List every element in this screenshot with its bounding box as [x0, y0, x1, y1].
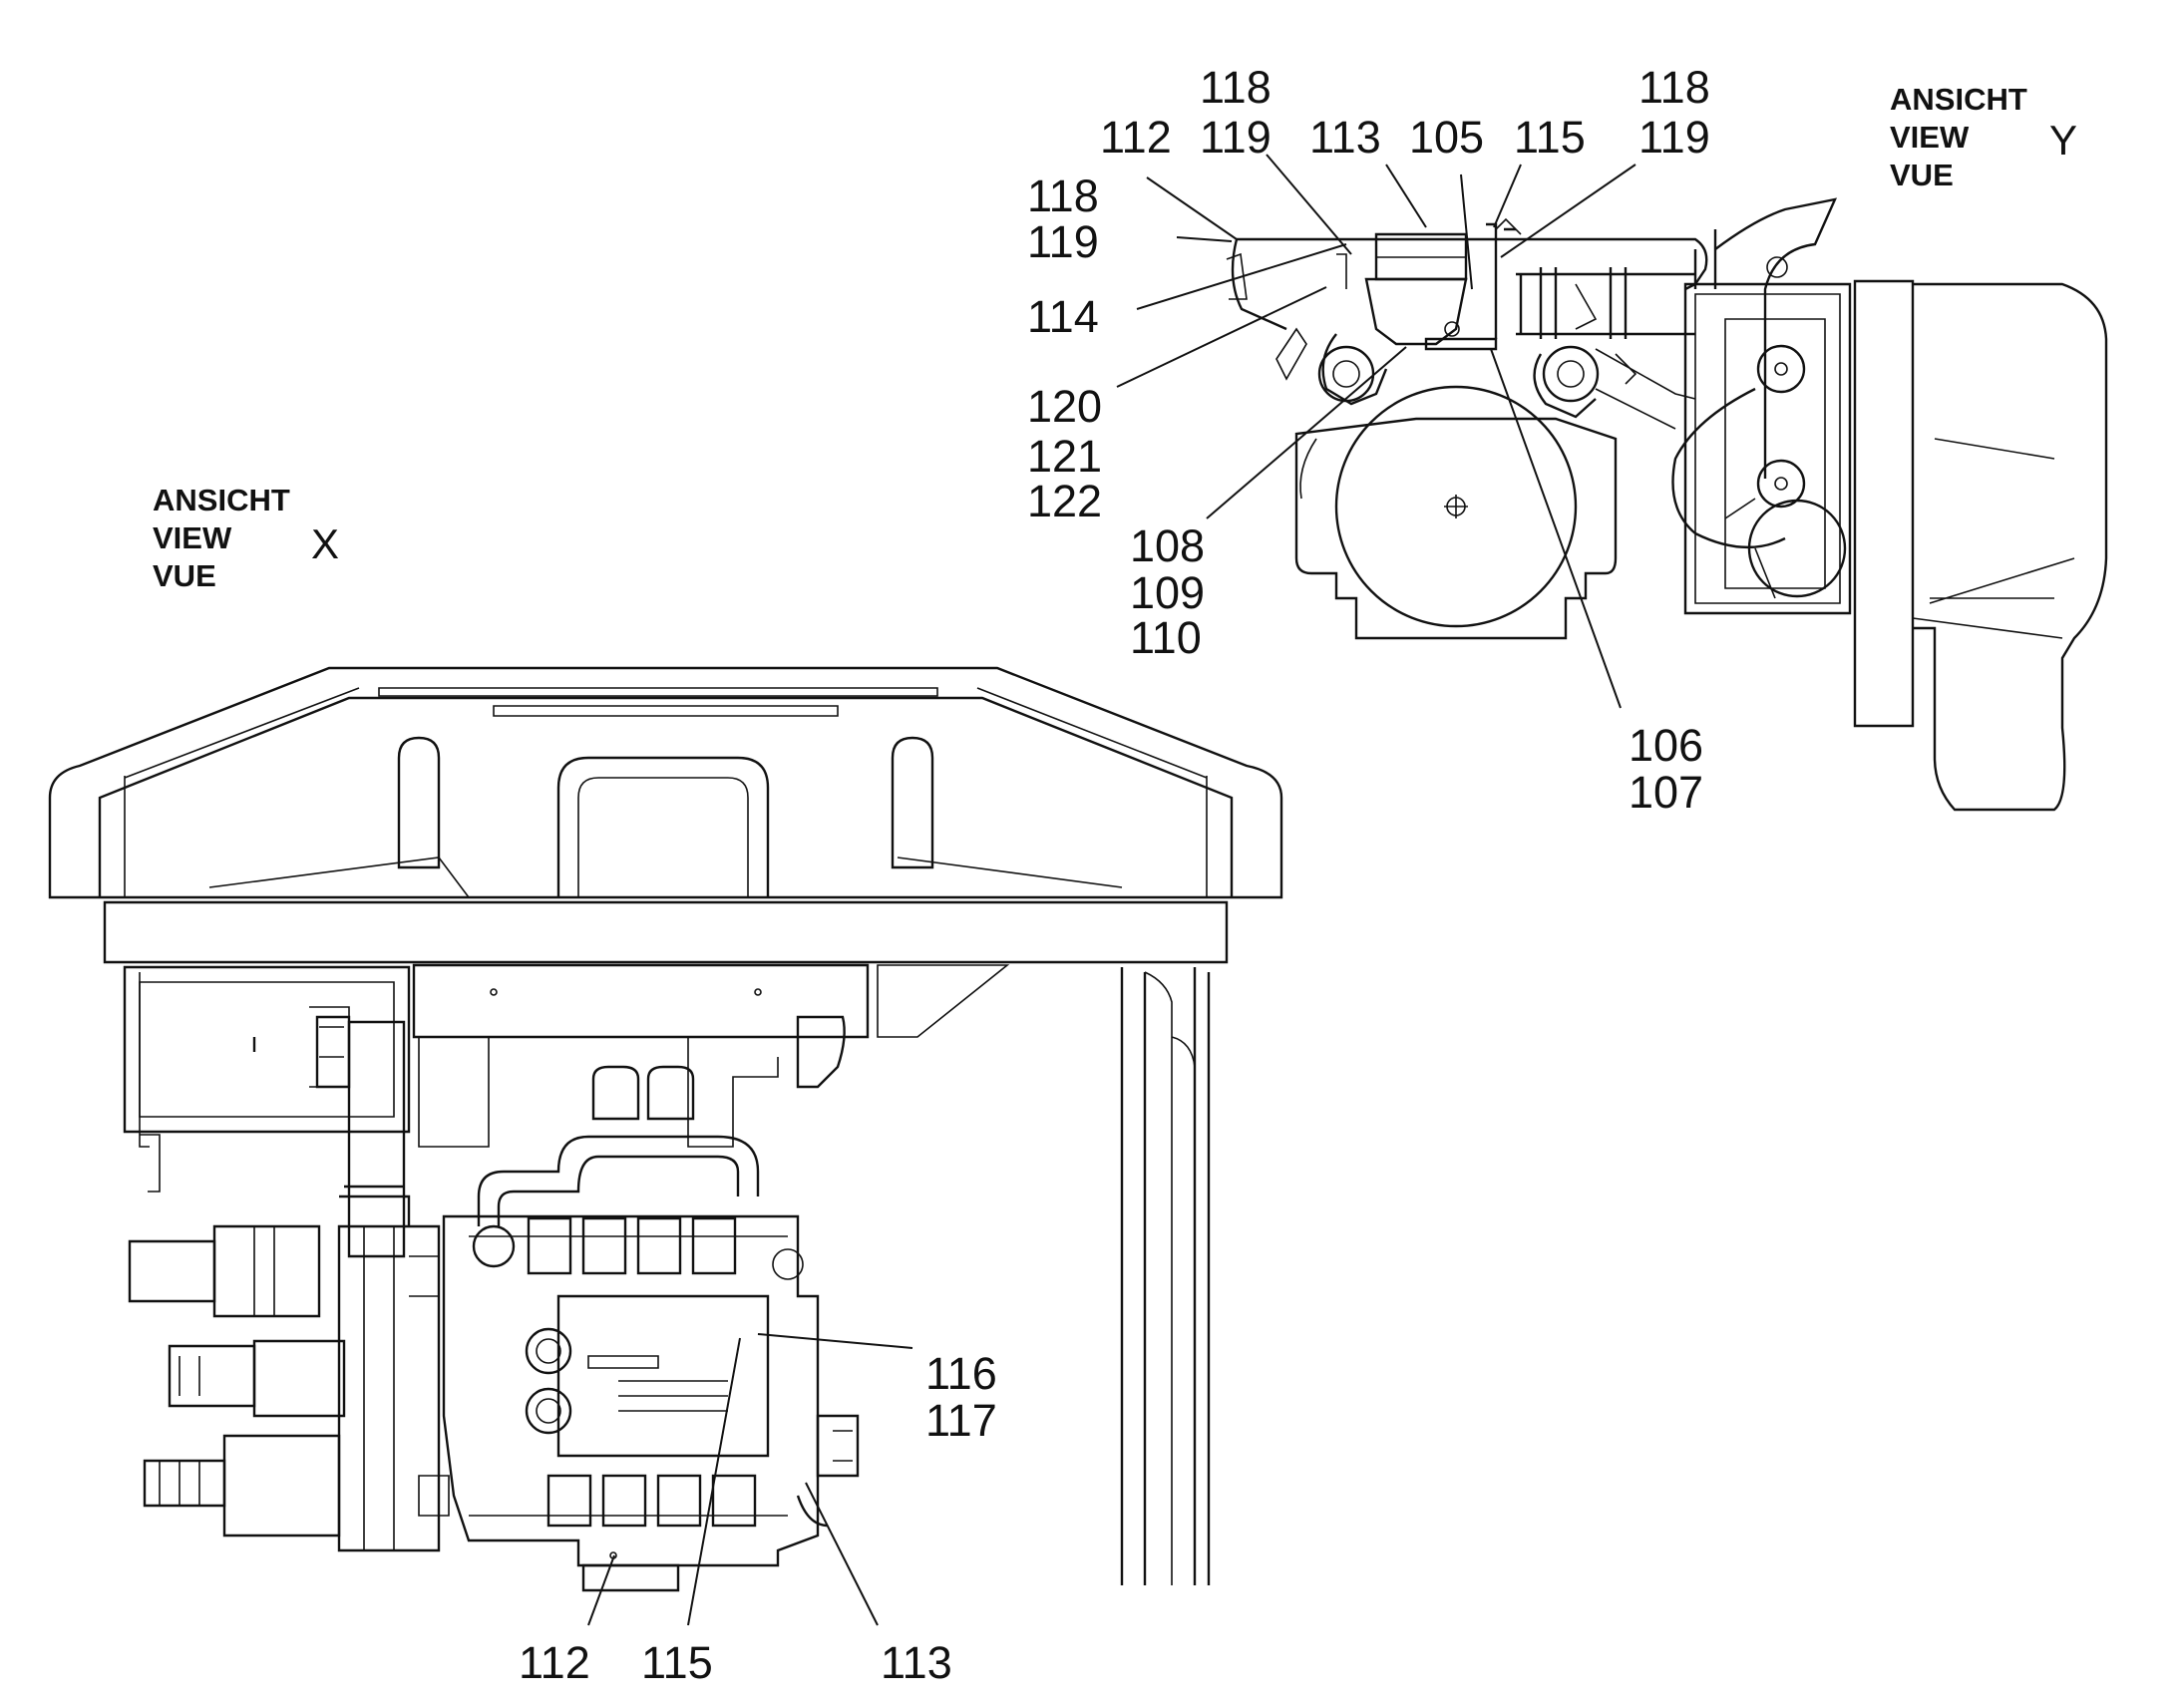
callout-113: 113 — [881, 1637, 952, 1688]
callout-122: 122 — [1027, 476, 1102, 526]
callout-118: 118 — [1200, 62, 1272, 113]
view-y-line1: ANSICHT — [1890, 82, 2027, 117]
view-y-drawing — [1226, 197, 2108, 812]
callout-108: 108 — [1130, 520, 1205, 571]
callout-114: 114 — [1027, 291, 1099, 342]
leader-lines — [587, 154, 1636, 1626]
callout-106: 106 — [1629, 720, 1703, 771]
callout-119: 119 — [1638, 112, 1710, 163]
callout-110: 110 — [1130, 612, 1202, 663]
callout-119: 119 — [1200, 112, 1272, 163]
view-y-title: ANSICHT VIEW VUE Y — [1890, 82, 2077, 192]
callout-107: 107 — [1629, 767, 1703, 818]
view-x-line3: VUE — [153, 558, 216, 593]
callout-105: 105 — [1409, 112, 1484, 163]
view-x-drawing — [48, 666, 1283, 1592]
view-y-letter: Y — [2049, 117, 2077, 164]
callout-120: 120 — [1027, 381, 1102, 432]
callout-115: 115 — [1514, 112, 1586, 163]
callout-112: 112 — [519, 1637, 590, 1688]
callout-113: 113 — [1309, 112, 1381, 163]
view-x-title: ANSICHT VIEW VUE X — [153, 483, 339, 593]
callout-116: 116 — [925, 1348, 997, 1399]
callout-112: 112 — [1100, 112, 1172, 163]
callout-109: 109 — [1130, 567, 1205, 618]
callout-labels: 118 119 112 113 105 115 118 119 118 119 … — [519, 62, 1710, 1688]
callout-118: 118 — [1638, 62, 1710, 113]
callout-119: 119 — [1027, 216, 1099, 267]
view-x-line1: ANSICHT — [153, 483, 290, 517]
callout-115: 115 — [641, 1637, 713, 1688]
cylinder-heads-top — [527, 1216, 737, 1275]
callout-117: 117 — [925, 1395, 997, 1446]
view-x-letter: X — [311, 520, 339, 567]
view-y-line3: VUE — [1890, 158, 1954, 192]
cylinder-heads-bottom — [546, 1474, 757, 1528]
view-y-line2: VIEW — [1890, 120, 1970, 155]
callout-118: 118 — [1027, 171, 1099, 221]
view-x-line2: VIEW — [153, 520, 232, 555]
callout-121: 121 — [1027, 431, 1102, 482]
